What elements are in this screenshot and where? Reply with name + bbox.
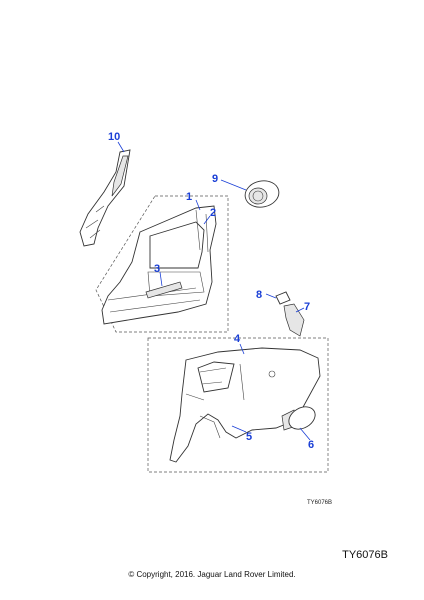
callout-2: 2 [210,207,216,219]
part-5-quarter-panel[interactable]: 4 5 [169,333,321,463]
part-9-grommet[interactable]: 9 [212,173,281,210]
group-box-quarter-panel [147,337,329,473]
diagram-reference: TY6076B [342,549,388,561]
callout-6: 6 [308,439,314,451]
callout-1: 1 [186,191,192,203]
callout-5: 5 [246,431,252,443]
callout-9: 9 [212,173,218,185]
illustration-code: TY6076B [307,500,333,506]
part-3-inner-panel[interactable]: 3 [145,263,183,299]
callout-4: 4 [234,333,241,345]
part-6-fuel-flap[interactable]: 6 [281,402,319,451]
part-8-clip[interactable]: 8 [256,289,291,305]
part-2-body-side-inner[interactable]: 1 2 [101,191,217,325]
part-10-windscreen-pillar[interactable]: 10 [79,131,131,247]
part-7-hinge[interactable]: 7 [283,301,310,337]
callout-8: 8 [256,289,262,301]
copyright-notice: © Copyright, 2016. Jaguar Land Rover Lim… [128,570,296,579]
group-box-body-side [95,195,229,333]
callout-3: 3 [154,263,160,275]
callout-10: 10 [108,131,120,143]
callout-7: 7 [304,301,310,313]
